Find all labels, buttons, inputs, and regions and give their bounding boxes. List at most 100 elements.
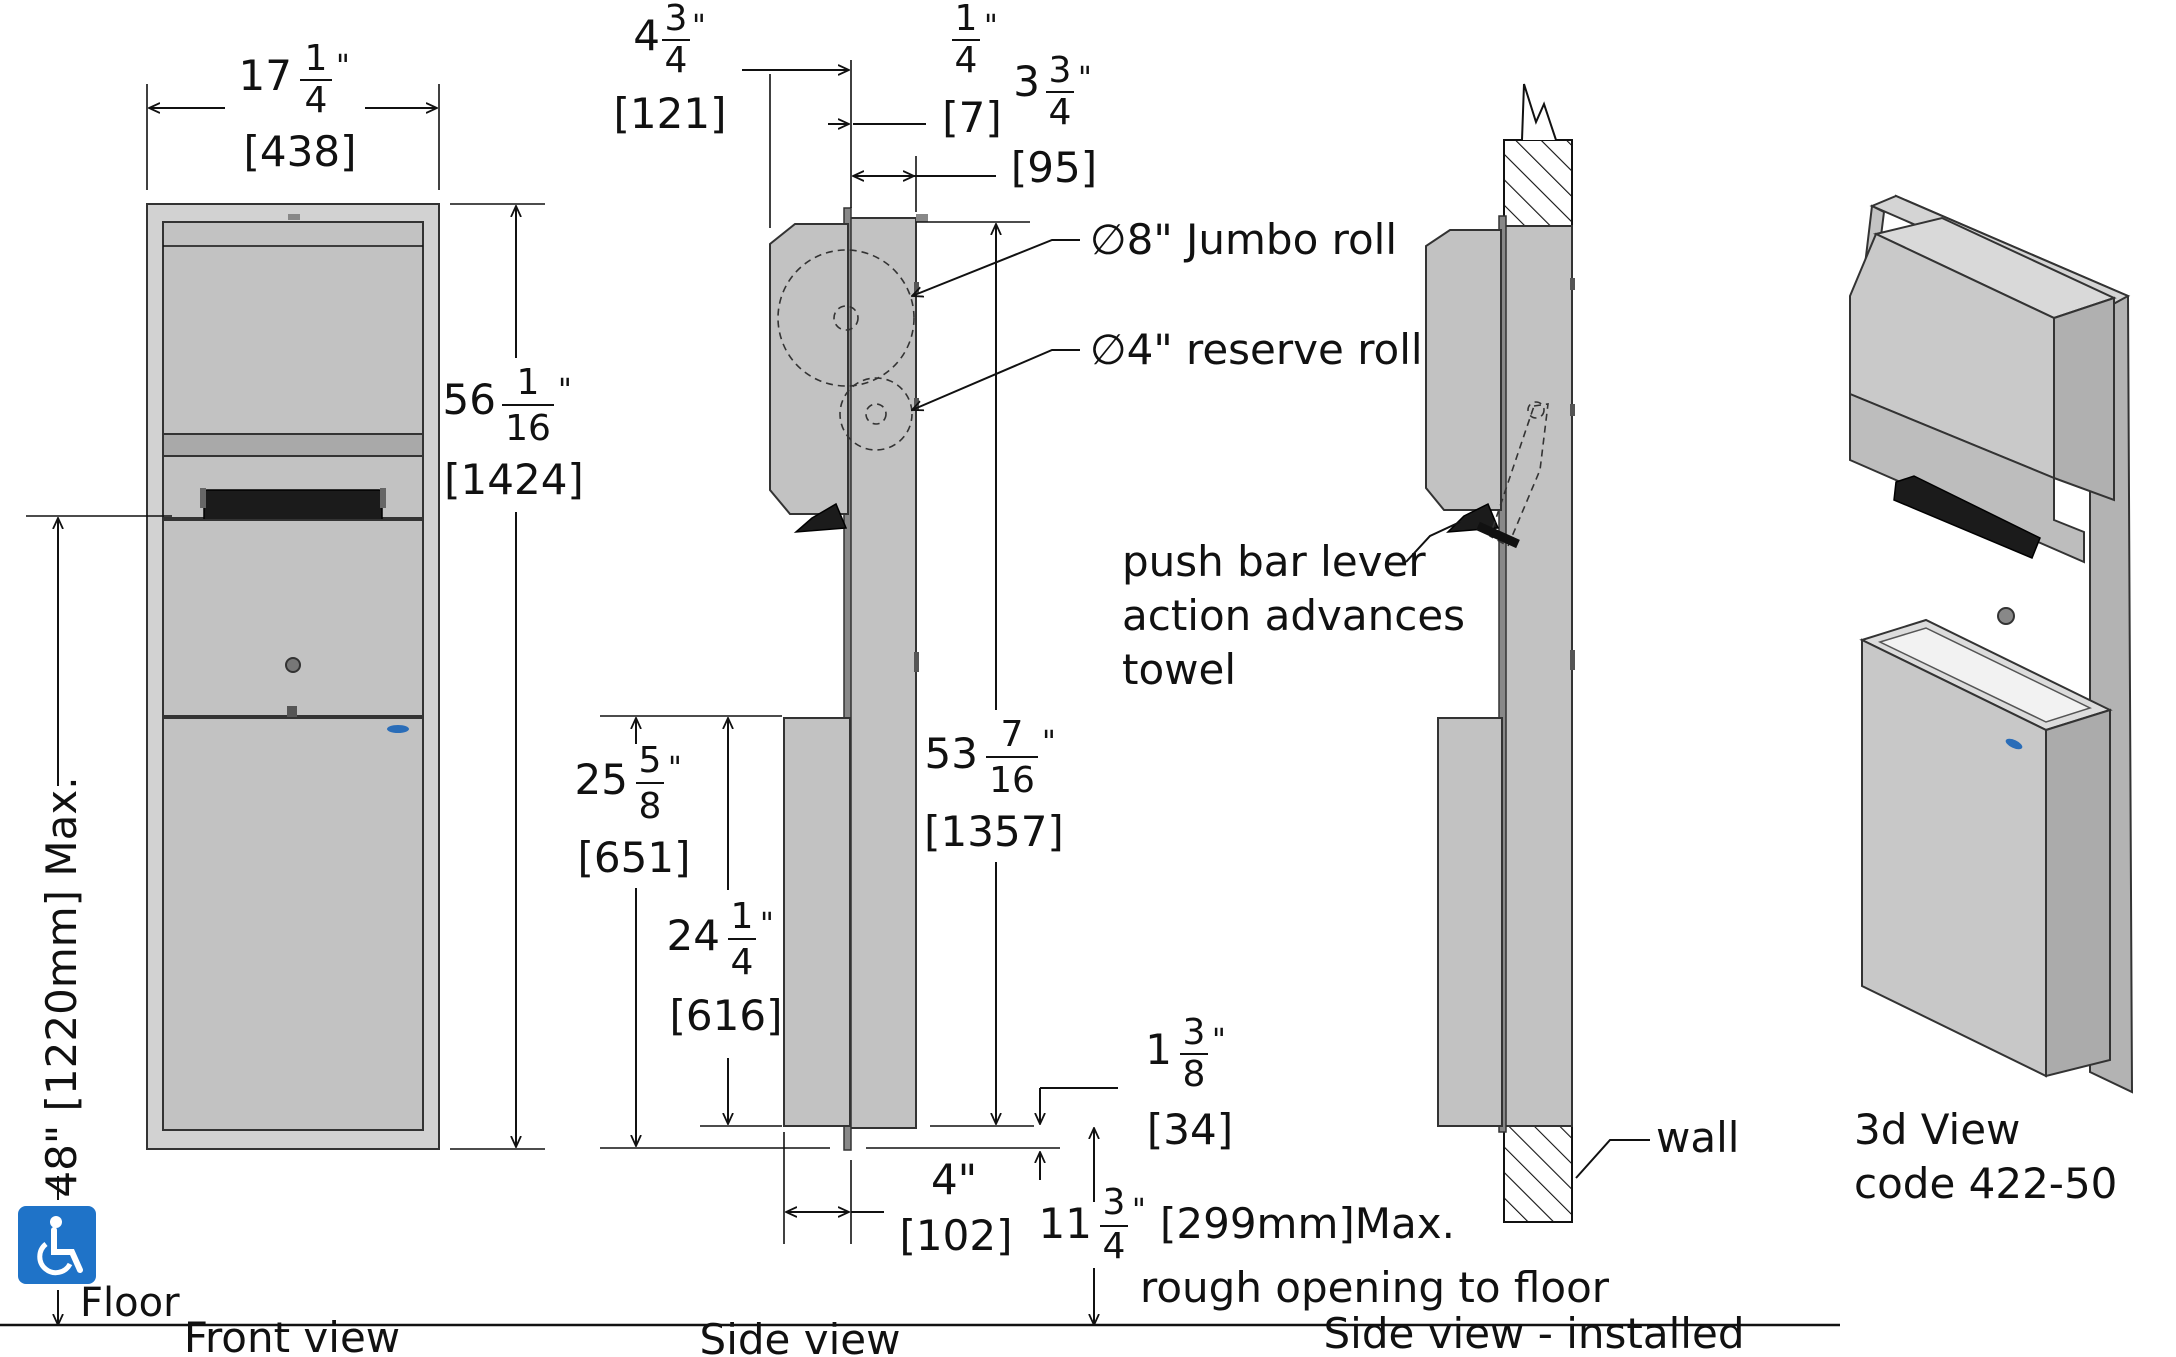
front-dimensions: 17 1 4 " [438] 56 1 16 " [1424] 48" [122… xyxy=(18,38,584,1326)
3d-dispenser-area xyxy=(1849,392,2085,564)
floor-clear-note: rough opening to floor xyxy=(1140,1263,1610,1312)
bottom-unit: " xyxy=(1212,1023,1226,1058)
front-waste-bin-door xyxy=(162,717,424,1131)
action-arrow xyxy=(1476,521,1520,549)
depth-whole: 4 xyxy=(633,11,660,60)
bin-height-unit: " xyxy=(760,907,774,942)
reserve-roll-outline xyxy=(839,377,913,451)
bottom-numerator: 3 xyxy=(1183,1012,1206,1053)
installed-waste-bin xyxy=(1437,717,1503,1127)
jumbo-roll-outline xyxy=(777,249,915,387)
3d-waste-bin-side xyxy=(2045,708,2111,1078)
diameter-icon: ∅ xyxy=(1090,215,1127,264)
height-denominator: 16 xyxy=(505,408,551,449)
bottom-denominator: 8 xyxy=(1183,1054,1206,1095)
3d-cabinet-side xyxy=(2053,296,2115,502)
reach-height-label: 48" [1220mm] Max. xyxy=(37,776,86,1197)
bin-height-numerator: 1 xyxy=(731,896,754,937)
bin-top-whole: 25 xyxy=(575,755,628,804)
lever-outline xyxy=(1489,403,1549,548)
flange-numerator: 1 xyxy=(955,0,978,39)
bin-top-denominator: 8 xyxy=(639,786,662,827)
width-whole: 17 xyxy=(239,51,292,100)
bin-depth: 4" xyxy=(931,1155,977,1204)
front-view-caption: Front view xyxy=(184,1313,400,1357)
depth-denominator: 4 xyxy=(665,40,688,81)
depth-unit: " xyxy=(692,9,706,44)
accessibility-icon xyxy=(18,1206,96,1284)
front-view xyxy=(146,203,440,1150)
front-shelf xyxy=(162,433,424,457)
side-view-caption: Side view xyxy=(700,1315,901,1357)
width-mm: [438] xyxy=(244,127,357,176)
floor-label: Floor xyxy=(80,1280,180,1326)
rough-height-whole: 53 xyxy=(925,729,978,778)
front-logo-icon xyxy=(387,725,409,733)
svg-text:17: 17 xyxy=(239,51,292,100)
flange-denominator: 4 xyxy=(955,40,978,81)
floor-clear-numerator: 3 xyxy=(1103,1182,1126,1223)
jumbo-roll-label: 8" Jumbo roll xyxy=(1127,215,1397,264)
flange-unit: " xyxy=(984,9,998,44)
side-rough-box xyxy=(847,217,917,1129)
side-flange xyxy=(843,207,852,1151)
installed-rough-box xyxy=(1503,225,1573,1127)
rough-height-denominator: 16 xyxy=(989,760,1035,801)
recess-numerator: 3 xyxy=(1049,50,1072,91)
front-middle-panel xyxy=(162,519,424,717)
rough-height-unit: " xyxy=(1042,725,1056,760)
recess-denominator: 4 xyxy=(1049,92,1072,133)
bin-top-numerator: 5 xyxy=(639,740,662,781)
installed-flange xyxy=(1498,215,1507,1133)
diameter-icon: ∅ xyxy=(1090,325,1127,374)
push-bar-label-line2: action advances xyxy=(1122,591,1465,640)
floor-clear-mm: [299mm]Max. xyxy=(1160,1199,1455,1248)
bin-depth-mm: [102] xyxy=(900,1211,1013,1260)
front-lock-icon xyxy=(285,657,301,673)
side-dimensions: 4 3 4 " [121] 1 4 " [7] 3 3 4 " [95] 25 … xyxy=(575,0,1610,1325)
width-unit: " xyxy=(336,49,350,84)
break-line xyxy=(1521,83,1557,141)
depth-numerator: 3 xyxy=(665,0,688,39)
side-push-bar xyxy=(793,502,848,533)
bottom-mm: [34] xyxy=(1147,1105,1233,1154)
rough-height-numerator: 7 xyxy=(1001,714,1024,755)
width-numerator: 1 xyxy=(305,38,328,79)
3d-caption-line1: 3d View xyxy=(1854,1105,2020,1154)
svg-text:∅8" Jumbo roll: ∅8" Jumbo roll xyxy=(1090,215,1397,264)
wall-section-top xyxy=(1503,139,1573,227)
wall-label: wall xyxy=(1656,1113,1739,1162)
front-towel-cabinet-door xyxy=(162,221,424,435)
height-unit: " xyxy=(558,373,572,408)
side-towel-cabinet xyxy=(769,223,849,515)
push-bar-label-line1: push bar lever xyxy=(1122,537,1426,586)
3d-caption-line2: code 422-50 xyxy=(1854,1159,2117,1208)
height-mm: [1424] xyxy=(444,455,584,504)
bin-height-mm: [616] xyxy=(670,991,783,1040)
floor-clear-whole: 11 xyxy=(1039,1199,1092,1248)
bin-top-mm: [651] xyxy=(578,833,691,882)
bottom-whole: 1 xyxy=(1145,1025,1172,1074)
3d-push-bar xyxy=(1893,475,2041,559)
floor-clear-unit: " xyxy=(1132,1193,1146,1228)
recess-whole: 3 xyxy=(1013,57,1040,106)
three-d-view: 3d View code 422-50 xyxy=(1849,194,2134,1208)
push-bar-label-line3: towel xyxy=(1122,645,1236,694)
installed-view: push bar lever action advances towel wal… xyxy=(1122,83,1739,1223)
side-view xyxy=(769,207,928,1151)
bin-top-unit: " xyxy=(668,751,682,786)
bin-height-whole: 24 xyxy=(667,911,720,960)
depth-mm: [121] xyxy=(614,89,727,138)
bin-height-denominator: 4 xyxy=(731,942,754,983)
wall-section-bottom xyxy=(1503,1125,1573,1223)
flange-mm: [7] xyxy=(942,93,1002,142)
installed-towel-cabinet xyxy=(1425,229,1502,511)
installed-view-caption: Side view - installed xyxy=(1324,1309,1745,1357)
rough-height-mm: [1357] xyxy=(924,807,1064,856)
svg-text:∅4" reserve roll: ∅4" reserve roll xyxy=(1090,325,1423,374)
recess-mm: [95] xyxy=(1011,143,1097,192)
reserve-roll-label: 4" reserve roll xyxy=(1127,325,1423,374)
roll-callouts: ∅8" Jumbo roll ∅4" reserve roll xyxy=(912,215,1423,410)
width-denominator: 4 xyxy=(305,80,328,121)
